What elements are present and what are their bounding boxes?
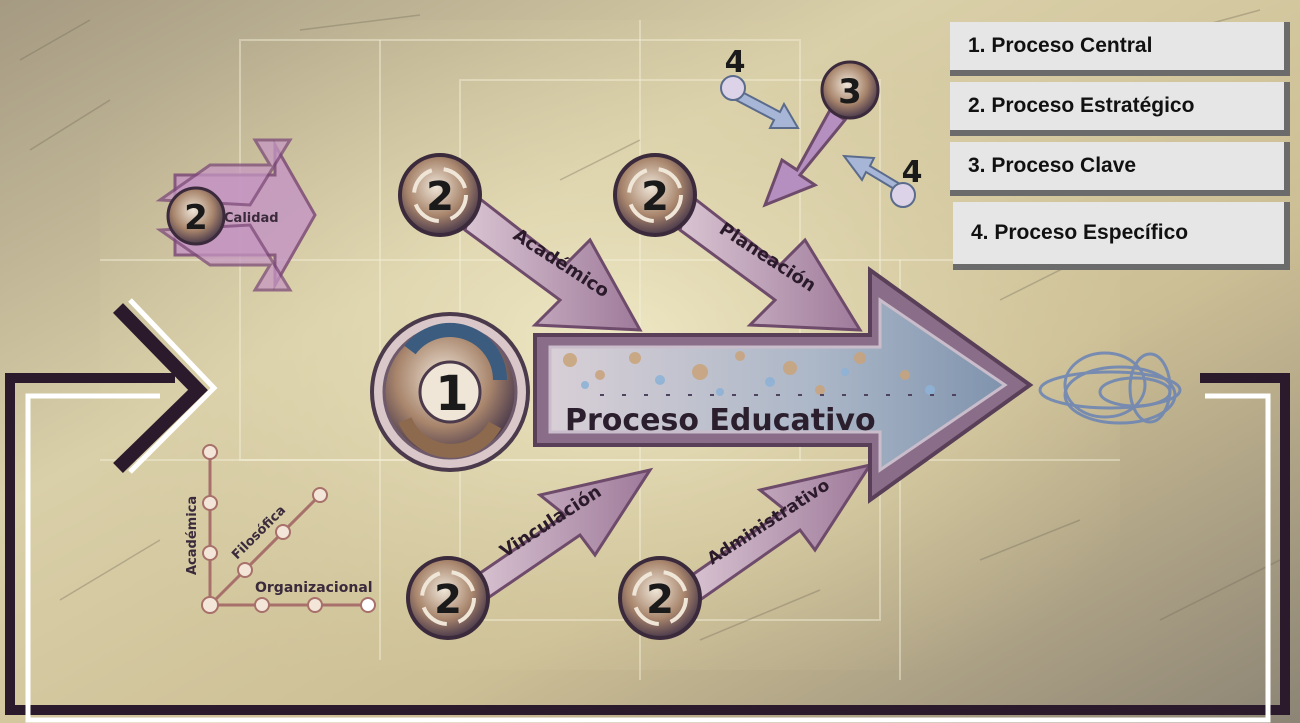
academico-number: 2	[426, 174, 454, 220]
strategic-disc-administrativo: 2	[620, 558, 700, 638]
specific-number-right: 4	[902, 155, 923, 190]
calidad-number: 2	[184, 198, 208, 238]
strategic-disc-planeacion: 2	[615, 155, 695, 235]
legend-item-strategic: 2. Proceso Estratégico	[950, 82, 1290, 136]
strategic-disc-vinculacion: 2	[408, 558, 488, 638]
central-number: 1	[435, 366, 468, 422]
central-disc: 1	[372, 314, 528, 470]
legend-item-specific: 4. Proceso Específico	[953, 202, 1290, 270]
axis-academica-label: Académica	[185, 496, 200, 575]
administrativo-number: 2	[646, 577, 674, 623]
legend-item-central: 1. Proceso Central	[950, 22, 1290, 76]
calidad-label: Calidad	[224, 211, 279, 226]
axis-organizacional-label: Organizacional	[255, 580, 373, 596]
specific-number-top: 4	[725, 45, 746, 80]
strategic-disc-academico: 2	[400, 155, 480, 235]
vinculacion-number: 2	[434, 577, 462, 623]
key-process-number: 3	[838, 72, 862, 112]
central-label: Proceso Educativo	[565, 403, 876, 438]
legend-item-key: 3. Proceso Clave	[950, 142, 1290, 196]
planeacion-number: 2	[641, 174, 669, 220]
